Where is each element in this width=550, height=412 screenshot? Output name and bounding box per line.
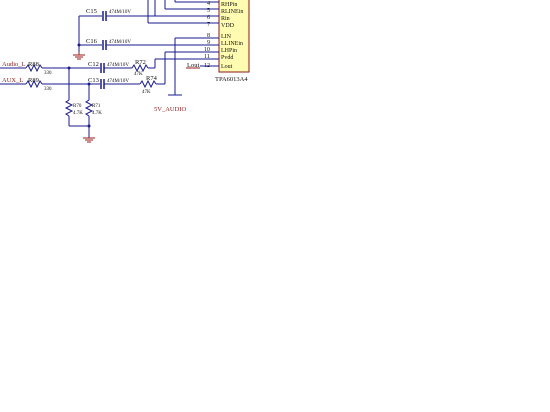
pin-name: Pvdd bbox=[221, 55, 233, 61]
net-label-lout: Lout bbox=[187, 62, 199, 69]
res-ref: R70 bbox=[73, 104, 82, 109]
pin-number: 12 bbox=[204, 63, 210, 69]
pin-number: 10 bbox=[204, 47, 210, 53]
res-value: 330 bbox=[44, 87, 52, 92]
pin-number: 4 bbox=[207, 1, 210, 7]
res-ref: R72 bbox=[135, 59, 146, 66]
res-value: 4.7K bbox=[92, 111, 102, 116]
net-label-aux-l: AUX_L bbox=[2, 77, 23, 84]
cap-ref: C13 bbox=[88, 77, 99, 84]
cap-ref: C12 bbox=[88, 61, 99, 68]
pin-name: RLINEin bbox=[221, 9, 243, 15]
pin-number: 9 bbox=[207, 40, 210, 46]
res-ref: R71 bbox=[92, 104, 101, 109]
cap-ref: C16 bbox=[86, 38, 98, 45]
cap-value: 474M/10V bbox=[109, 10, 131, 15]
res-value: 47K bbox=[134, 72, 143, 77]
aux-l-path bbox=[0, 51, 200, 89]
net-label-5v-audio: 5V_AUDIO bbox=[154, 106, 186, 113]
res-ref: R74 bbox=[146, 75, 158, 82]
cap-value: 474M/10V bbox=[107, 63, 129, 68]
pin-name: RHPin bbox=[221, 2, 237, 8]
res-value: 4.7K bbox=[73, 111, 83, 116]
pin-name: LLINEin bbox=[221, 41, 243, 47]
bypass-capacitors bbox=[73, 11, 200, 60]
output-and-supply bbox=[168, 37, 200, 96]
ic-part-label: TPA6013A4 bbox=[215, 76, 248, 83]
cap-value: 474M/10V bbox=[107, 79, 129, 84]
net-label-audio-l: Audio_L bbox=[2, 61, 26, 68]
pin-number: 8 bbox=[207, 33, 210, 39]
pin-number: 11 bbox=[204, 54, 210, 60]
pin-number: 6 bbox=[207, 15, 210, 21]
cap-ref: C15 bbox=[86, 8, 97, 15]
upper-wiring bbox=[147, 0, 200, 24]
ic-body bbox=[218, 0, 250, 73]
res-value: 330 bbox=[44, 71, 52, 76]
res-value: 47K bbox=[142, 90, 151, 95]
pin-name: VDD bbox=[221, 23, 235, 29]
pin-name: LIN bbox=[221, 34, 232, 40]
pin-number: 7 bbox=[207, 22, 210, 28]
cap-value: 474M/10V bbox=[109, 40, 131, 45]
res-ref: R89 bbox=[28, 77, 39, 84]
res-ref: R88 bbox=[28, 61, 39, 68]
pin-number: 5 bbox=[207, 8, 210, 14]
pin-name: Lout bbox=[221, 64, 233, 70]
ic-pin-stubs bbox=[200, 1, 219, 67]
pin-name: LHPin bbox=[221, 48, 237, 54]
pulldown-resistors bbox=[64, 68, 95, 143]
pin-name: Rin bbox=[221, 16, 230, 22]
